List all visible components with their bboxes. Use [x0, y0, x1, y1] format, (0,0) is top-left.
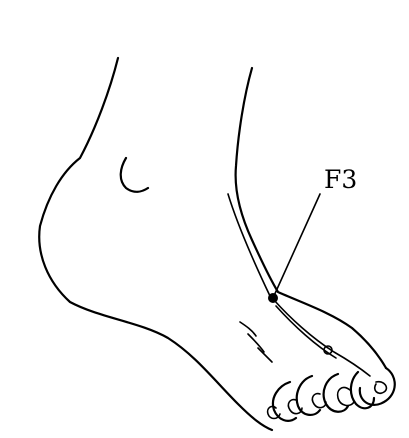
toes	[268, 368, 395, 421]
label-leader-line	[273, 194, 320, 298]
foot-outline	[39, 58, 386, 430]
tendon-lines	[228, 194, 370, 376]
skin-crease-marks	[240, 322, 272, 362]
acupoint-label: F3	[324, 165, 357, 194]
